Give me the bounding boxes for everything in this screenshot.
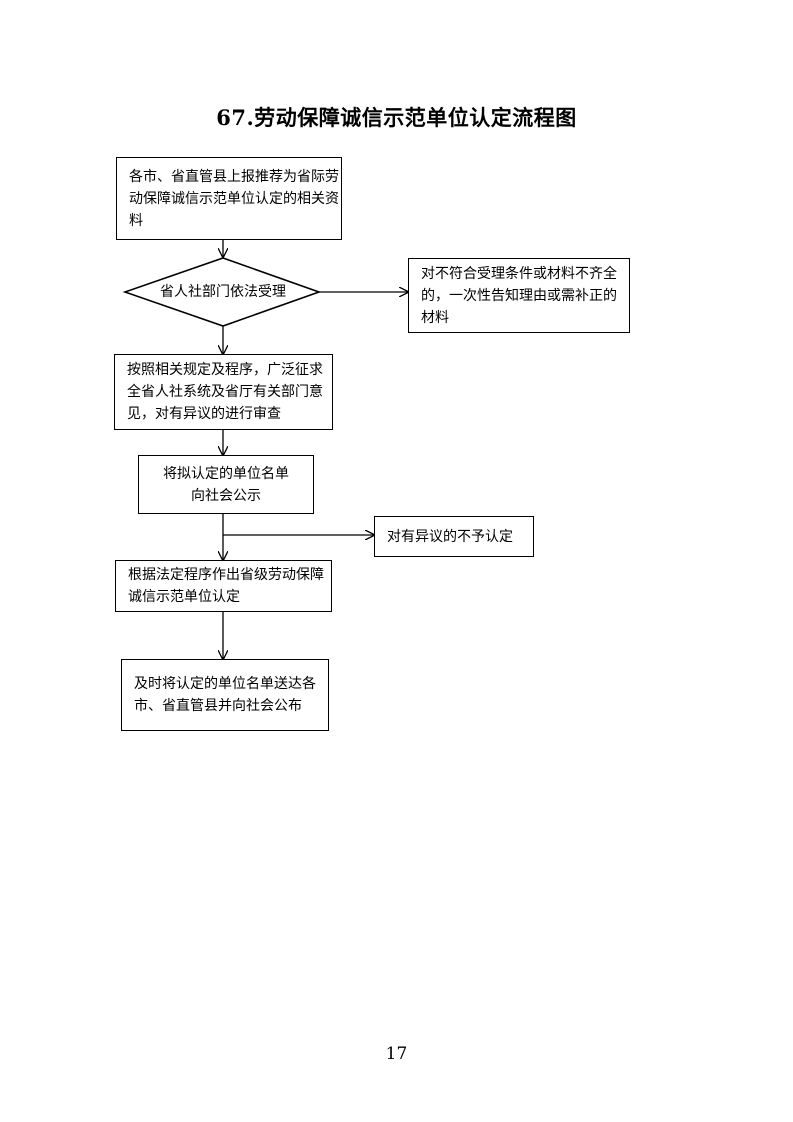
step-publish-list-text: 及时将认定的单位名单送达各市、省直管县并向社会公布 xyxy=(134,676,316,714)
step-solicit-opinions: 按照相关规定及程序，广泛征求全省人社系统及省厅有关部门意见，对有异议的进行审查 xyxy=(114,354,333,430)
objection-box: 对有异议的不予认定 xyxy=(374,516,534,557)
reject-notice-box: 对不符合受理条件或材料不齐全的，一次性告知理由或需补正的材料 xyxy=(408,258,630,333)
step-submit-materials-text: 各市、省直管县上报推荐为省际劳动保障诚信示范单位认定的相关资料 xyxy=(129,168,339,229)
step-submit-materials: 各市、省直管县上报推荐为省际劳动保障诚信示范单位认定的相关资料 xyxy=(116,157,342,240)
step-solicit-opinions-text: 按照相关规定及程序，广泛征求全省人社系统及省厅有关部门意见，对有异议的进行审查 xyxy=(127,362,323,422)
page-number: 17 xyxy=(385,1044,408,1064)
reject-notice-text: 对不符合受理条件或材料不齐全的，一次性告知理由或需补正的材料 xyxy=(421,265,617,326)
step-public-notice-text: 将拟认定的单位名单向社会公示 xyxy=(163,465,289,504)
step-official-recognition: 根据法定程序作出省级劳动保障诚信示范单位认定 xyxy=(115,560,332,612)
step-public-notice: 将拟认定的单位名单向社会公示 xyxy=(138,455,314,514)
decision-label: 省人社部门依法受理 xyxy=(160,284,286,300)
step-official-recognition-text: 根据法定程序作出省级劳动保障诚信示范单位认定 xyxy=(128,567,324,605)
page-title: 67.劳动保障诚信示范单位认定流程图 xyxy=(216,105,577,130)
objection-text: 对有异议的不予认定 xyxy=(387,528,513,545)
step-publish-list: 及时将认定的单位名单送达各市、省直管县并向社会公布 xyxy=(121,659,329,731)
